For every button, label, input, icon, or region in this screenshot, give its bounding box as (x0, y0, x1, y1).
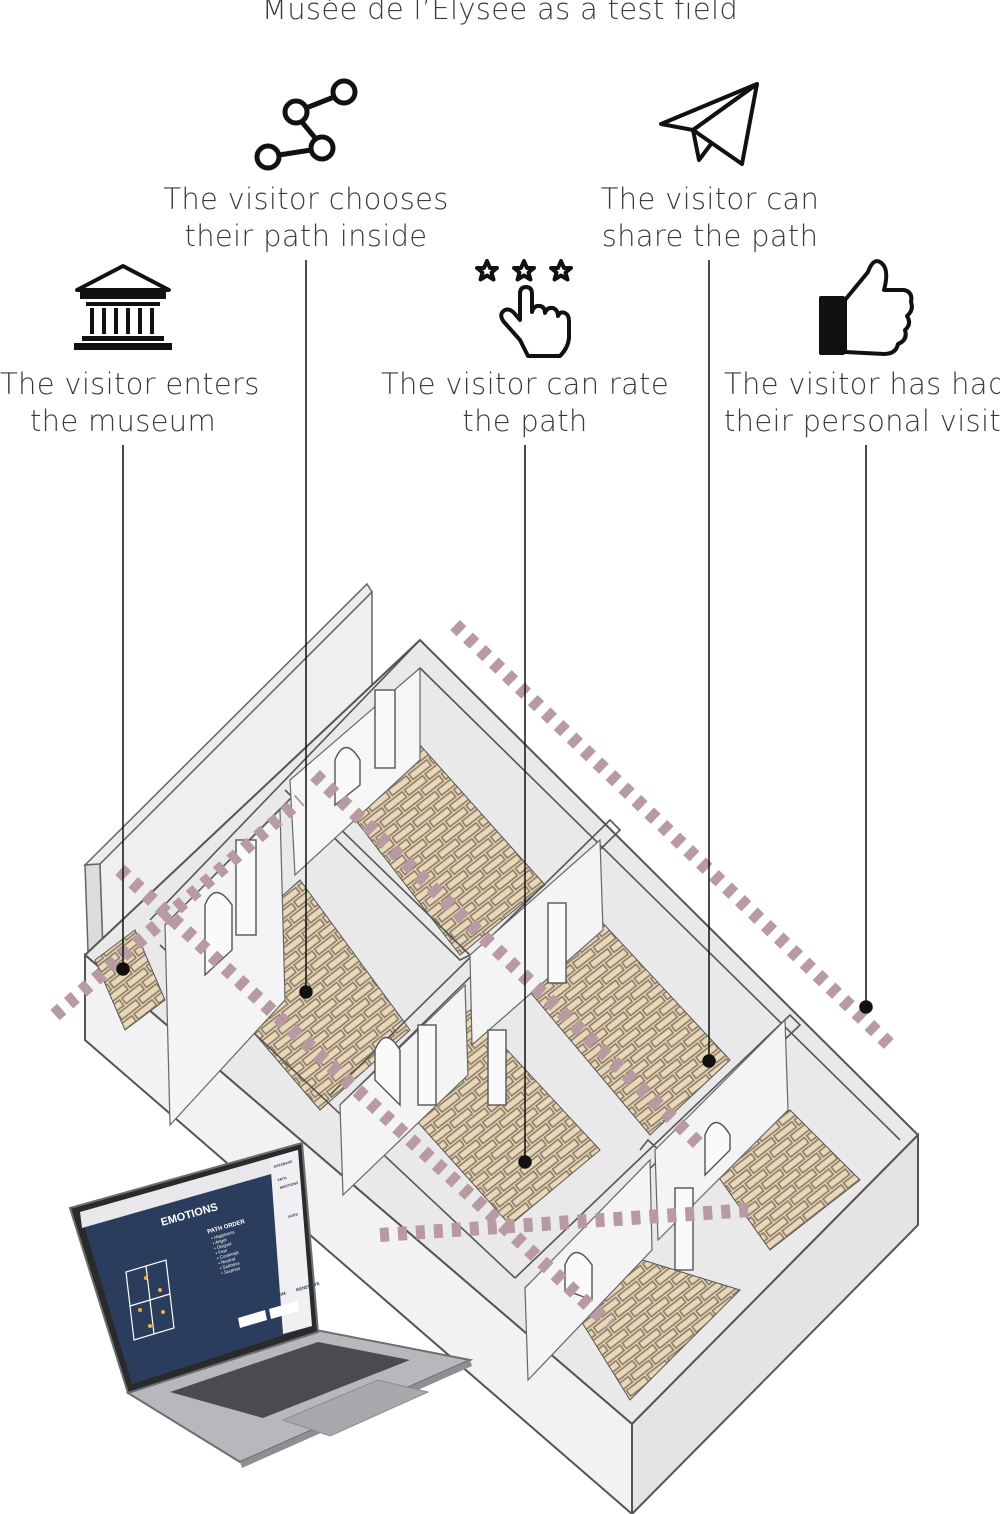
path-order-item: • Contempt (216, 1250, 240, 1261)
page-title: Musée de l’Elysee as a test field (261, 0, 739, 26)
path-nodes-icon (254, 78, 358, 171)
museum-icon (74, 264, 172, 350)
path-order-item: • Neutral (218, 1256, 236, 1266)
path-order-item: • Happiness (211, 1229, 236, 1241)
rating-stars-hand-icon (475, 259, 573, 358)
path-order-item: • Sadness (219, 1260, 241, 1271)
laptop (68, 1141, 474, 1468)
laptop-sidebar-item: AGES (288, 1212, 299, 1219)
laptop-sidebar-item: PATH (277, 1176, 287, 1183)
laptop-sidebar-item: EMOTIONS (279, 1181, 299, 1190)
leader-lines (116, 260, 873, 1169)
visitor-path-dashes (50, 619, 895, 1331)
path-order-item: • Fear (215, 1248, 228, 1256)
generate-button-label: GENERATE (295, 1281, 320, 1293)
laptop-sidebar-item: DATABASE (273, 1160, 293, 1169)
path-order-item: • Surprise (221, 1265, 242, 1275)
random-button-label: RANDOM (265, 1291, 286, 1301)
path-order-item: • Disgust (214, 1241, 233, 1251)
path-order-item: • Anger (212, 1237, 228, 1246)
thumbs-up-icon (819, 259, 914, 356)
museum-building-diagram (50, 582, 920, 1514)
paper-plane-icon (659, 82, 759, 166)
